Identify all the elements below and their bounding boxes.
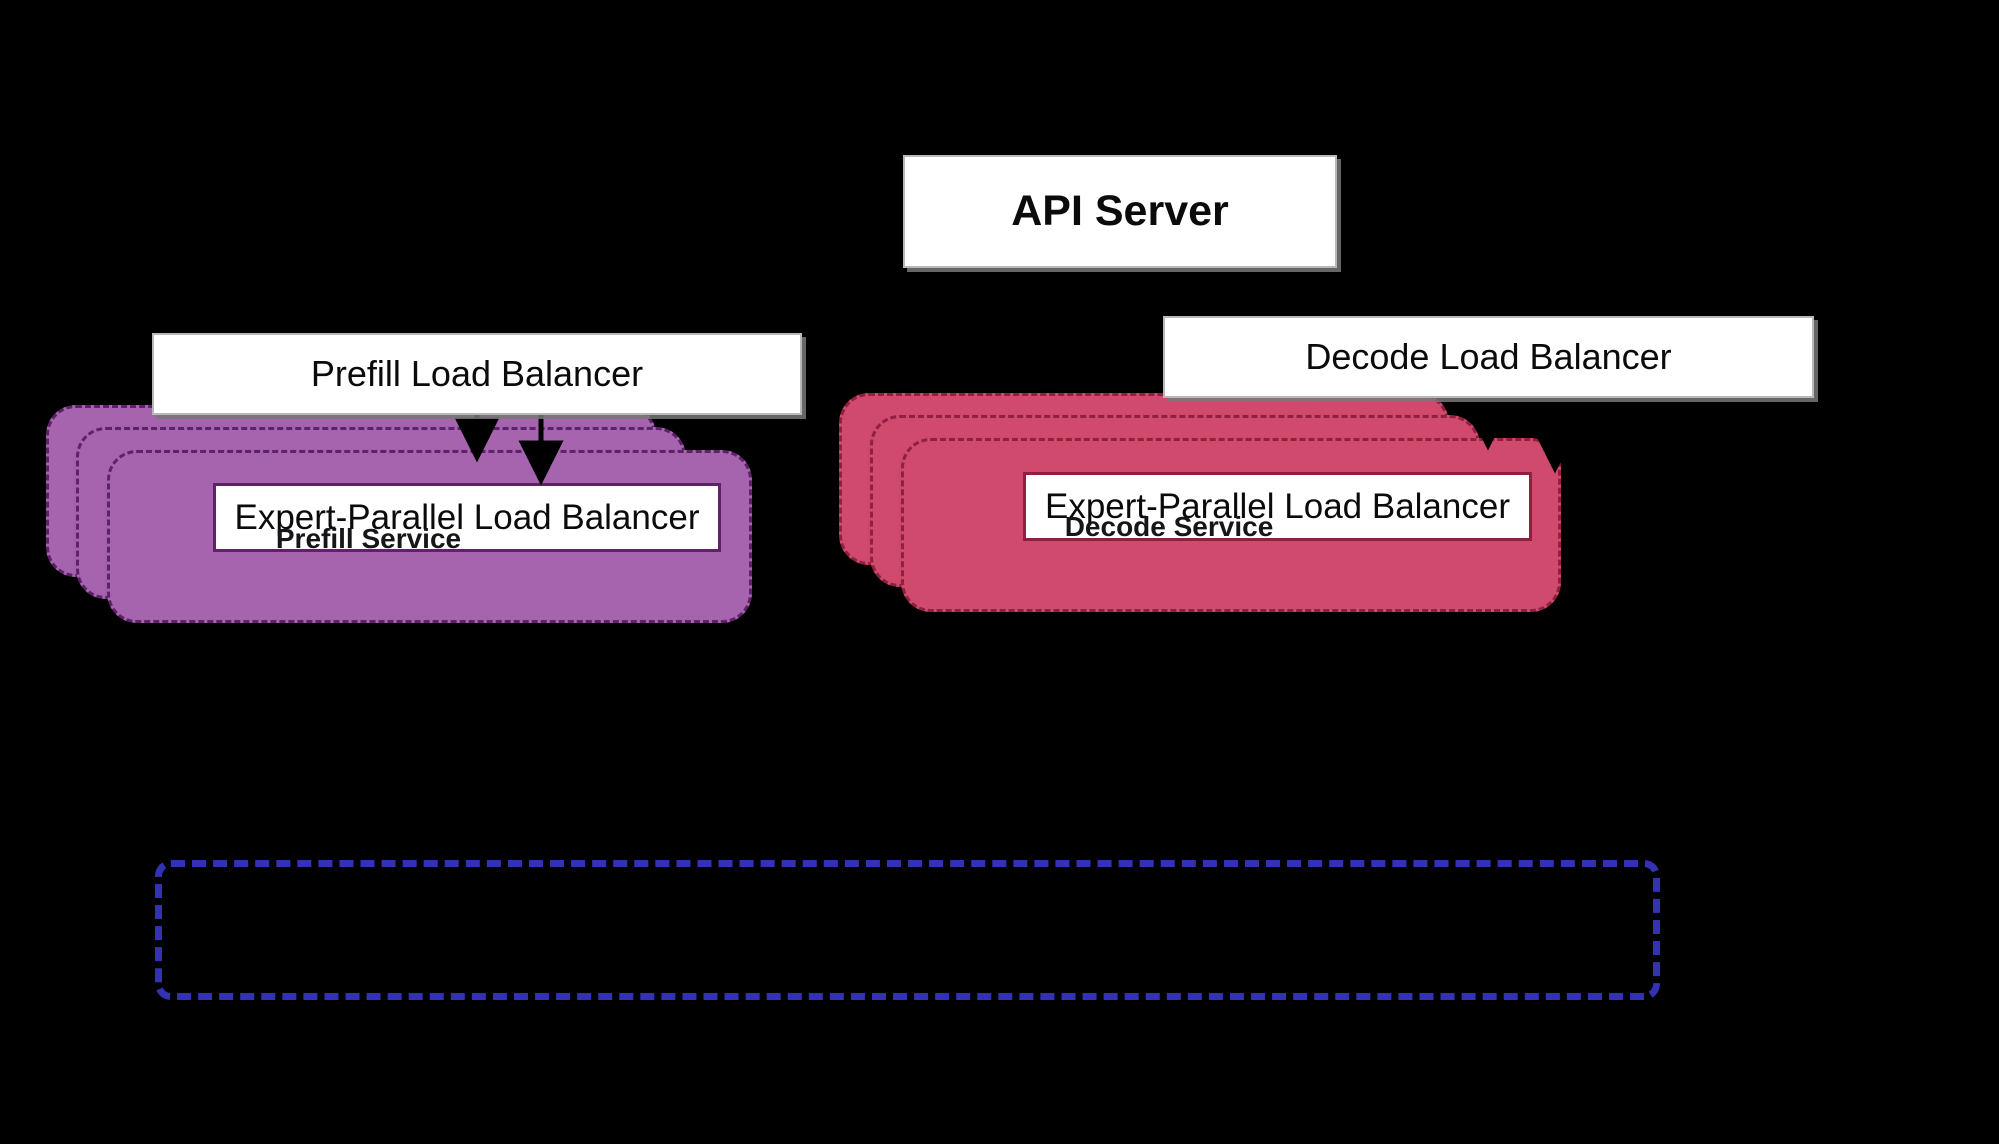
decode-card-content: Expert-Parallel Load Balancer [904,441,1558,609]
decode-service-stack[interactable]: Expert-Parallel Load Balancer Decode Ser… [839,393,1614,615]
api-server-node[interactable]: API Server [903,155,1337,268]
decode-service-label: Decode Service [1064,511,1274,542]
kv-transfer-region[interactable] [155,860,1660,1000]
api-server-label: API Server [1011,187,1229,235]
prefill-service-replica-front[interactable]: Expert-Parallel Load Balancer [107,450,752,623]
prefill-load-balancer-node[interactable]: Prefill Load Balancer [152,333,802,415]
decode-expert-parallel-load-balancer-box[interactable]: Expert-Parallel Load Balancer [1023,472,1532,541]
decode-load-balancer-node[interactable]: Decode Load Balancer [1163,316,1814,398]
decode-expert-parallel-label: Expert-Parallel Load Balancer [1045,486,1510,526]
prefill-expert-parallel-label: Expert-Parallel Load Balancer [234,497,700,537]
kv-transfer-region-label [162,867,1653,993]
prefill-service-label: Prefill Service [275,523,462,554]
prefill-service-stack[interactable]: Expert-Parallel Load Balancer Prefill Se… [46,405,766,625]
decode-service-replica-front[interactable]: Expert-Parallel Load Balancer [901,438,1561,612]
prefill-expert-parallel-load-balancer-box[interactable]: Expert-Parallel Load Balancer [213,483,721,552]
decode-load-balancer-label: Decode Load Balancer [1305,336,1672,377]
prefill-load-balancer-label: Prefill Load Balancer [310,353,644,394]
prefill-card-content: Expert-Parallel Load Balancer [110,453,749,620]
